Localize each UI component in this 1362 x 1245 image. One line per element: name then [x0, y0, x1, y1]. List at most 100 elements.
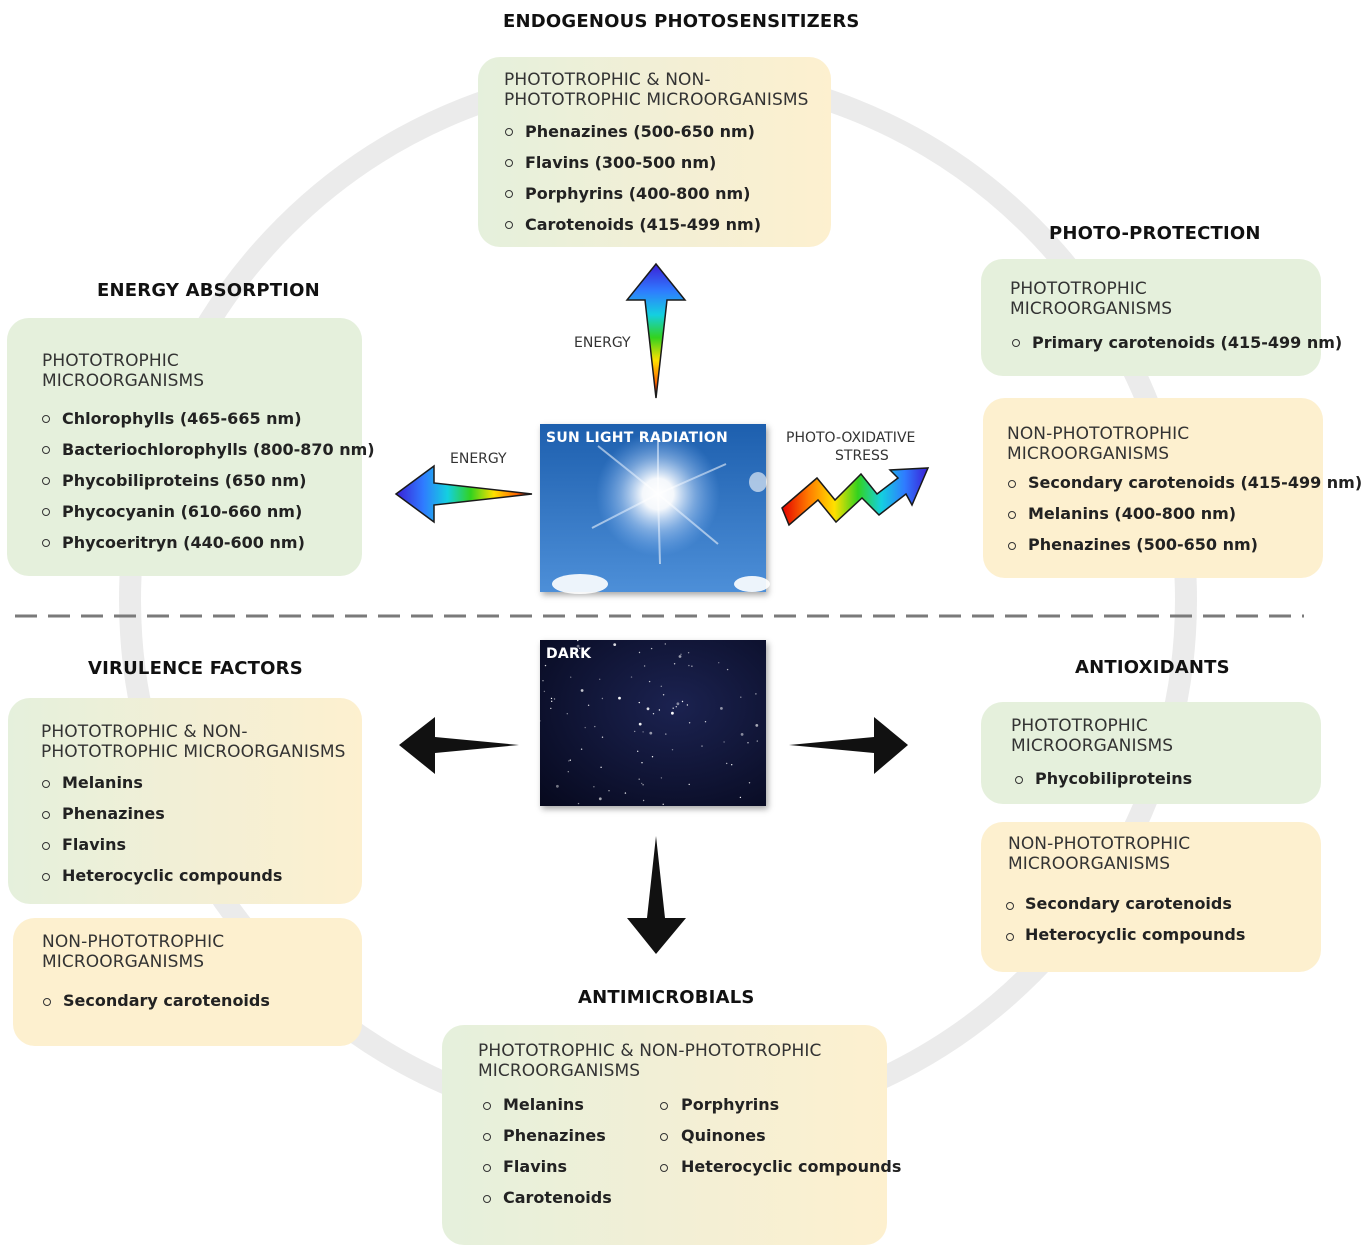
- box-energy-absorption: PHOTOTROPHIC MICROORGANISMS Chlorophylls…: [7, 318, 375, 576]
- star: [643, 665, 646, 667]
- list-item: Phycoeritryn (440-600 nm): [62, 533, 305, 552]
- star: [579, 647, 581, 649]
- star: [576, 644, 580, 648]
- list-item: Flavins: [503, 1157, 568, 1176]
- star: [672, 707, 674, 709]
- bullet: [483, 1102, 491, 1110]
- box-heading: PHOTOTROPHIC & NON-: [41, 722, 248, 742]
- box-heading: PHOTOTROPHIC & NON-: [504, 70, 711, 90]
- dark-sky-image: DARK: [539, 639, 766, 806]
- star: [637, 750, 639, 752]
- title-virulence-factors: VIRULENCE FACTORS: [88, 658, 303, 679]
- list-item: Flavins: [62, 835, 127, 854]
- box-endogenous: PHOTOTROPHIC & NON- PHOTOTROPHIC MICROOR…: [478, 57, 831, 247]
- list-item: Bacteriochlorophylls (800-870 nm): [62, 440, 375, 459]
- bullet: [42, 780, 50, 788]
- cloud: [749, 472, 767, 492]
- star: [550, 707, 552, 710]
- star: [704, 721, 707, 723]
- star: [665, 733, 667, 735]
- star: [686, 704, 689, 706]
- list-item: Carotenoids: [503, 1188, 612, 1207]
- list-item: Secondary carotenoids (415-499 nm): [1028, 473, 1362, 492]
- star: [726, 762, 728, 765]
- bullet: [42, 446, 50, 454]
- list-item: Primary carotenoids (415-499 nm): [1032, 333, 1343, 352]
- star: [755, 693, 757, 695]
- star: [740, 733, 744, 736]
- bullet: [483, 1133, 491, 1141]
- star: [660, 777, 663, 779]
- list-item: Melanins: [503, 1095, 584, 1114]
- box-heading: PHOTOTROPHIC MICROORGANISMS: [41, 742, 346, 762]
- bullet: [1012, 339, 1020, 347]
- star: [543, 690, 546, 693]
- list-item: Phenazines: [62, 804, 165, 823]
- bullet: [42, 873, 50, 881]
- box-heading: PHOTOTROPHIC: [1010, 279, 1147, 299]
- star: [587, 704, 590, 706]
- bullet: [483, 1164, 491, 1172]
- star: [681, 700, 684, 703]
- star: [755, 724, 759, 727]
- box-heading: NON-PHOTOTROPHIC: [42, 932, 225, 952]
- energy-label-left: ENERGY: [450, 451, 507, 467]
- star: [642, 799, 645, 802]
- star: [618, 696, 621, 700]
- star: [680, 653, 682, 655]
- list-item: Phycocyanin (610-660 nm): [62, 502, 303, 521]
- star: [594, 725, 596, 728]
- list-item: Porphyrins (400-800 nm): [525, 184, 751, 203]
- bullet: [1006, 933, 1014, 941]
- star: [747, 742, 749, 744]
- box-antioxidants-non-phototrophic: NON-PHOTOTROPHIC MICROORGANISMS Secondar…: [981, 822, 1321, 972]
- list-item: Heterocyclic compounds: [1025, 925, 1246, 944]
- title-antimicrobials: ANTIMICROBIALS: [578, 987, 755, 1008]
- star: [726, 668, 729, 671]
- star: [569, 759, 571, 761]
- star: [599, 678, 601, 680]
- bullet: [660, 1164, 668, 1172]
- star: [723, 741, 725, 743]
- star: [678, 655, 682, 658]
- star: [671, 749, 674, 751]
- star: [676, 702, 680, 706]
- box-heading: NON-PHOTOTROPHIC: [1007, 424, 1190, 444]
- night-sky-graphic: [539, 639, 766, 806]
- star: [570, 676, 572, 678]
- list-item: Heterocyclic compounds: [62, 866, 283, 885]
- star: [720, 707, 723, 710]
- star: [650, 647, 653, 650]
- star: [649, 731, 653, 735]
- box-virulence-mixed: PHOTOTROPHIC & NON- PHOTOTROPHIC MICROOR…: [8, 698, 362, 904]
- sun-image-caption: SUN LIGHT RADIATION: [546, 430, 729, 446]
- star: [688, 783, 690, 786]
- star: [739, 796, 742, 799]
- star: [580, 689, 584, 692]
- list-item: Phenazines: [503, 1126, 606, 1145]
- star: [646, 707, 650, 711]
- bullet: [505, 128, 513, 136]
- bullet: [660, 1133, 668, 1141]
- bullet: [1006, 902, 1014, 910]
- star: [551, 700, 553, 702]
- sun-glow: [596, 432, 720, 556]
- star: [648, 680, 651, 683]
- star: [701, 745, 703, 747]
- star: [577, 639, 579, 642]
- bullet: [1008, 511, 1016, 519]
- box-antioxidants-phototrophic: PHOTOTROPHIC MICROORGANISMS Phycobilipro…: [981, 702, 1321, 804]
- star: [658, 709, 661, 711]
- box-heading: MICROORGANISMS: [42, 952, 205, 972]
- star: [598, 797, 602, 801]
- star: [556, 784, 559, 788]
- title-photo-protection: PHOTO-PROTECTION: [1049, 223, 1261, 244]
- bullet: [42, 842, 50, 850]
- star: [630, 676, 633, 678]
- list-item: Heterocyclic compounds: [681, 1157, 902, 1176]
- list-item: Melanins (400-800 nm): [1028, 504, 1237, 523]
- star: [671, 711, 674, 715]
- star: [608, 790, 610, 792]
- star: [691, 665, 693, 667]
- star: [662, 803, 664, 805]
